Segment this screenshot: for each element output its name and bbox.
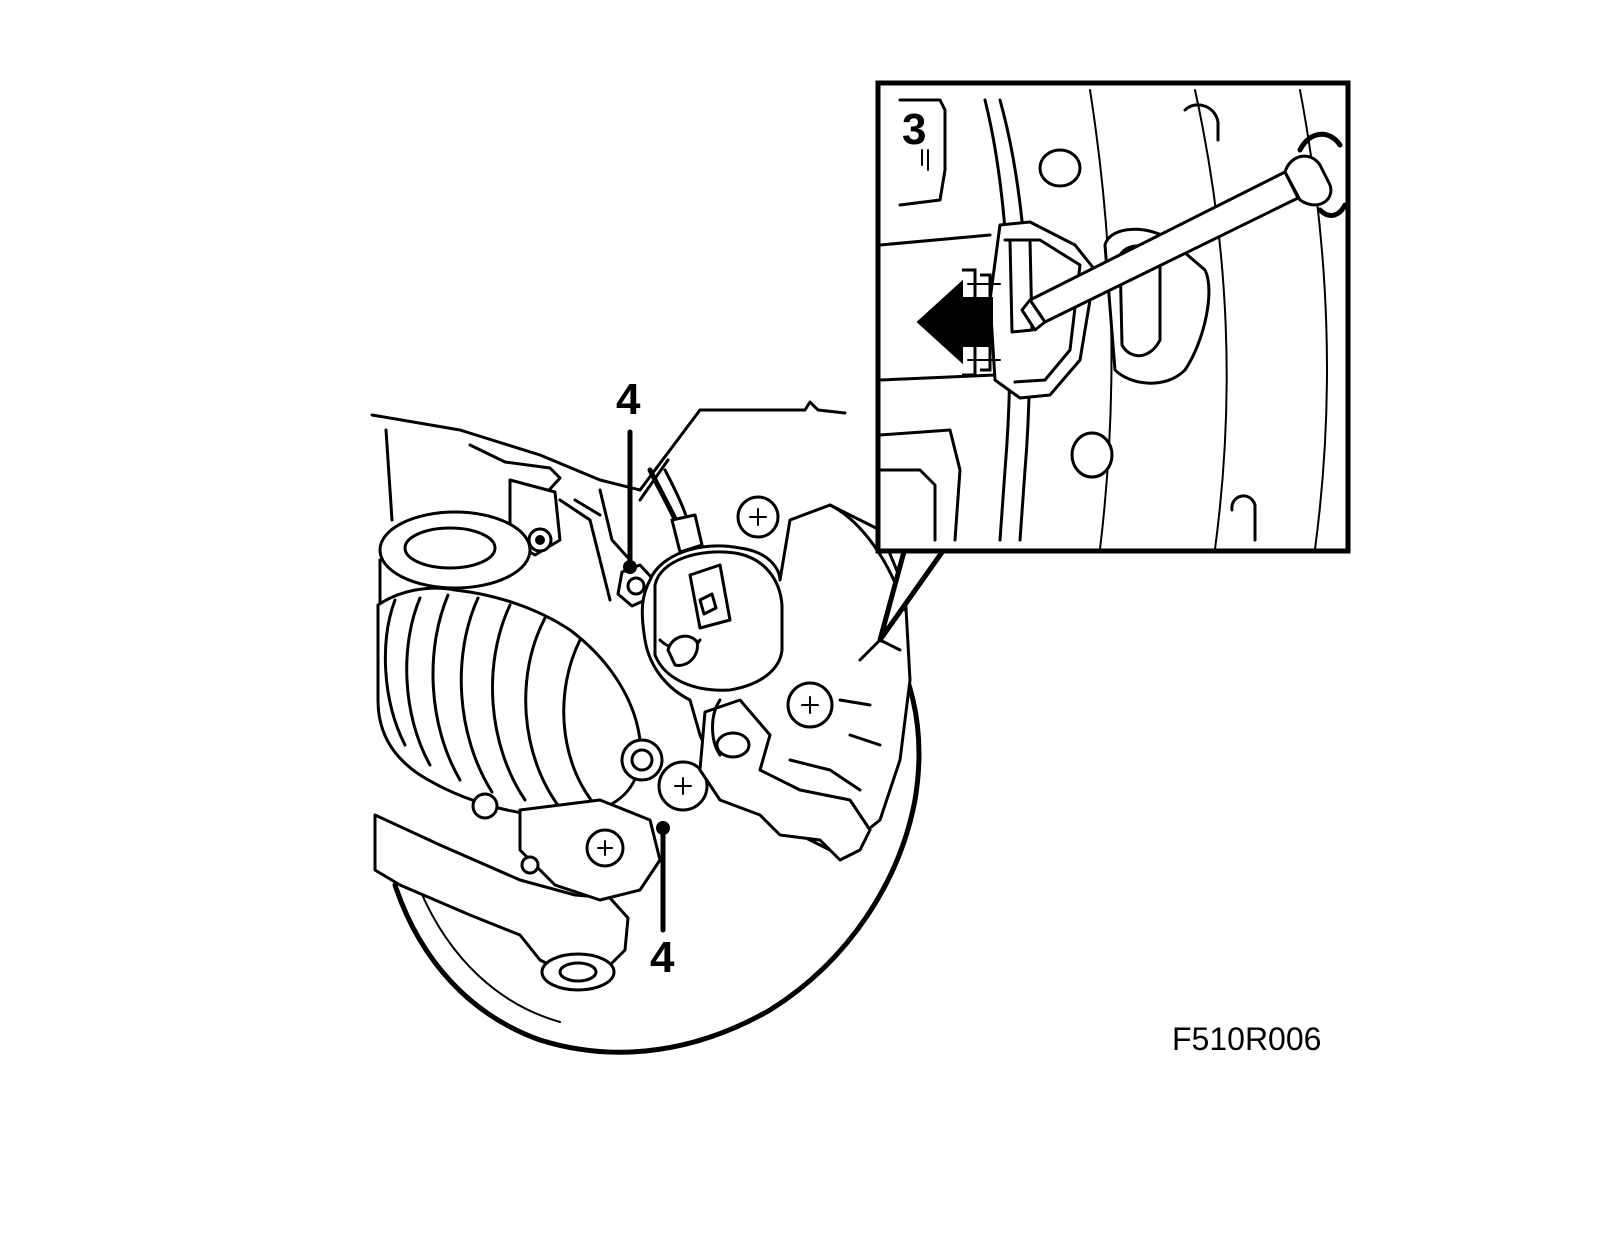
brake-caliper xyxy=(640,495,912,862)
callout-leaders xyxy=(623,429,670,933)
main-assembly: 4 4 xyxy=(370,375,922,1055)
figure-code: F510R006 xyxy=(1172,1021,1321,1057)
knuckle xyxy=(471,792,662,902)
brake-disc xyxy=(392,647,922,1055)
callout-label-lower: 4 xyxy=(650,933,675,982)
callout-label-upper: 4 xyxy=(616,375,641,424)
brake-hose xyxy=(647,467,704,554)
lower-guide-bolts xyxy=(620,738,709,812)
subframe xyxy=(370,400,847,602)
control-arm xyxy=(373,813,630,992)
inset-detail: 3 xyxy=(875,80,1351,643)
callout-label-inset: 3 xyxy=(902,105,926,154)
cv-boot xyxy=(376,586,643,818)
